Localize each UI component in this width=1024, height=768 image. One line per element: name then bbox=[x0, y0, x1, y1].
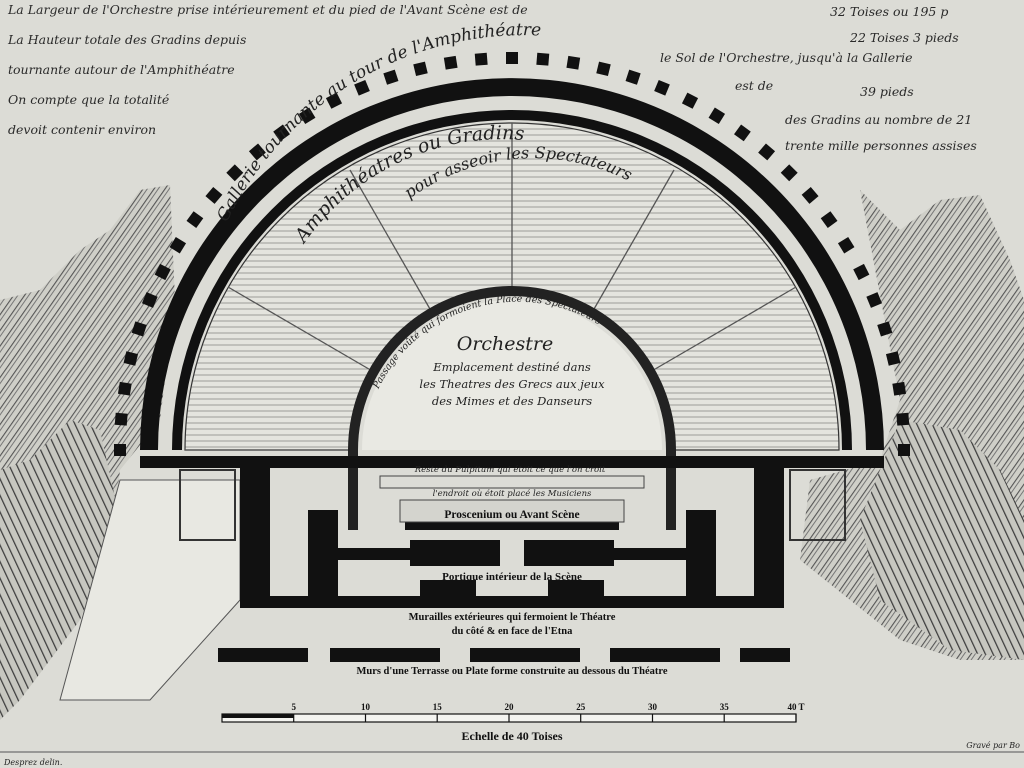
note-mid-3: des Gradins au nombre de 21 bbox=[785, 112, 973, 127]
scale-division bbox=[508, 714, 510, 722]
buttress bbox=[708, 107, 726, 125]
buttress bbox=[383, 69, 399, 85]
label-orchestra: Orchestre bbox=[457, 333, 554, 355]
label-pulpitum: Reste du Pulpitum qui étoit ce que l'on … bbox=[414, 464, 606, 475]
buttress bbox=[536, 52, 550, 66]
buttress bbox=[131, 321, 147, 337]
buttress bbox=[186, 211, 204, 228]
buttress bbox=[734, 124, 751, 142]
buttress bbox=[205, 186, 223, 204]
note-right-2: 22 Toises 3 pieds bbox=[850, 30, 959, 45]
label-walls-1: Murailles extérieures qui fermoient le T… bbox=[409, 612, 616, 623]
label-orchestra-desc-3: des Mimes et des Danseurs bbox=[432, 394, 592, 408]
buttress bbox=[780, 164, 798, 182]
scale-division bbox=[651, 714, 654, 722]
label-orchestra-desc-2: les Theatres des Grecs aux jeux bbox=[419, 377, 605, 391]
note-left-5: devoit contenir environ bbox=[8, 122, 157, 137]
buttress bbox=[114, 412, 128, 426]
scale-tick-label: 5 bbox=[292, 702, 297, 712]
scale-division bbox=[293, 714, 295, 722]
scale-caption: Echelle de 40 Toises bbox=[461, 729, 562, 743]
note-left-1: La Largeur de l'Orchestre prise intérieu… bbox=[8, 2, 528, 17]
pulpitum-outline bbox=[379, 475, 645, 489]
scale-tick-label: 15 bbox=[433, 702, 443, 712]
scale-ticks: 5 10 15 20 25 30 35 40 T bbox=[292, 702, 805, 712]
label-orchestra-desc-1: Emplacement destiné dans bbox=[432, 360, 591, 374]
orchestra-floor bbox=[362, 300, 662, 450]
buttress bbox=[506, 52, 518, 64]
label-terrace: Murs d'une Terrasse ou Plate forme const… bbox=[356, 666, 667, 677]
note-right-4: trente mille personnes assises bbox=[785, 138, 977, 153]
buttress bbox=[820, 211, 838, 228]
scene-building bbox=[140, 456, 884, 662]
buttress bbox=[443, 55, 458, 70]
note-left-3: tournante autour de l'Amphithéatre bbox=[8, 62, 235, 77]
buttress bbox=[248, 143, 266, 161]
buttress bbox=[123, 351, 139, 366]
buttress bbox=[681, 92, 699, 109]
gallery-buttresses bbox=[114, 52, 910, 456]
scale-division bbox=[580, 714, 582, 722]
scale-tick-label: 35 bbox=[720, 702, 730, 712]
buttress bbox=[896, 412, 910, 426]
scale-division bbox=[364, 714, 367, 722]
buttress bbox=[654, 79, 670, 96]
buttress bbox=[892, 381, 907, 396]
note-right-1: 32 Toises ou 195 p bbox=[830, 4, 949, 19]
note-left-4: On compte que la totalité bbox=[8, 92, 170, 107]
label-proscenium: Proscenium ou Avant Scène bbox=[444, 509, 579, 521]
note-mid-1: le Sol de l'Orchestre, jusqu'à la Galler… bbox=[660, 50, 913, 65]
buttress bbox=[885, 351, 901, 366]
note-mid-2: est de bbox=[735, 78, 774, 93]
orchestra-side-right bbox=[666, 450, 676, 530]
buttress bbox=[877, 321, 893, 337]
buttress bbox=[866, 292, 883, 308]
side-chambers bbox=[179, 469, 846, 541]
radial-stairs bbox=[185, 123, 797, 451]
buttress bbox=[853, 263, 870, 281]
footer-left: Desprez delin. bbox=[3, 758, 62, 767]
buttress bbox=[566, 55, 581, 70]
scale-division bbox=[795, 714, 797, 722]
footer-right: Gravé par Bo bbox=[966, 741, 1020, 750]
rock-right-2 bbox=[860, 420, 1024, 660]
buttress bbox=[413, 61, 428, 77]
note-right-3: 39 pieds bbox=[860, 84, 914, 99]
buttress bbox=[154, 263, 171, 281]
scale-tick-label: 25 bbox=[576, 702, 586, 712]
scale-tick-label: 40 T bbox=[787, 702, 804, 712]
buttress bbox=[898, 444, 910, 456]
scale-tick-label: 20 bbox=[505, 702, 515, 712]
scale-tick-label: 30 bbox=[648, 702, 658, 712]
buttress bbox=[758, 143, 776, 161]
orchestra-side-left bbox=[348, 450, 358, 530]
scale-bar bbox=[221, 713, 797, 723]
buttress bbox=[625, 69, 641, 85]
scale-division bbox=[723, 714, 725, 722]
buttress bbox=[596, 61, 611, 77]
buttress bbox=[169, 236, 187, 254]
label-walls-2: du côté & en face de l'Etna bbox=[452, 626, 573, 637]
proscenium-strip bbox=[399, 499, 625, 523]
note-left-2: La Hauteur totale des Gradins depuis bbox=[8, 32, 247, 47]
scale-division bbox=[436, 714, 438, 722]
rock-left-2 bbox=[0, 420, 120, 720]
buttress bbox=[801, 186, 819, 204]
buttress bbox=[298, 107, 316, 125]
label-musicians: l'endroit où étoit placé les Musiciens bbox=[433, 488, 592, 499]
buttress bbox=[226, 164, 244, 182]
buttress bbox=[325, 92, 343, 109]
scale-tick-label: 10 bbox=[361, 702, 371, 712]
ramp bbox=[59, 479, 241, 701]
buttress bbox=[117, 381, 132, 396]
buttress bbox=[114, 444, 126, 456]
buttress bbox=[273, 124, 290, 142]
buttress bbox=[141, 292, 158, 308]
buttress bbox=[354, 79, 370, 96]
buttress bbox=[837, 236, 855, 254]
label-portico: Portique intérieur de la Scène bbox=[442, 571, 582, 583]
buttress bbox=[474, 52, 488, 66]
